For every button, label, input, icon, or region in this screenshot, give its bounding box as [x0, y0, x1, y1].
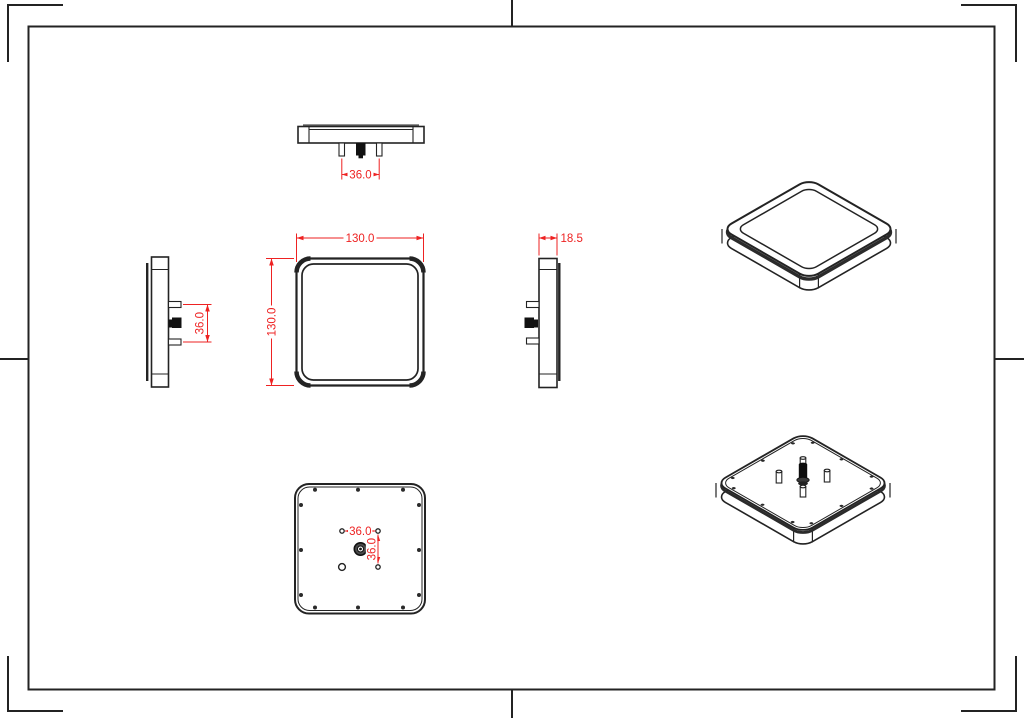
mounting-hole-tl: [339, 528, 345, 534]
top-view: 36.0: [297, 124, 425, 182]
corner-mark-top-right: [961, 4, 1017, 62]
dim-text-thickness: 18.5: [561, 233, 583, 245]
rf-connector-3d: [796, 462, 810, 486]
rf-connector-tip: [358, 155, 363, 159]
mounting-hole-bl: [337, 562, 347, 572]
panel-outline: [295, 257, 425, 387]
center-rf-connector: [353, 541, 368, 556]
side-edge-lines: [721, 229, 897, 289]
mounting-pin-top: [525, 300, 540, 309]
dim-top-pin-spacing: 36.0: [341, 158, 380, 182]
rf-connector: [524, 317, 534, 328]
dim-thickness: 18.5: [538, 233, 583, 256]
mounting-pin-left: [338, 142, 346, 157]
end-caps: [539, 269, 557, 375]
iso-view-back: [715, 433, 891, 547]
dim-back-hole-spacing-h: 36.0: [344, 525, 376, 538]
perimeter-screws: [299, 487, 421, 610]
mounting-pin-right: [375, 142, 383, 157]
standoff-pin-left: [775, 469, 783, 484]
rf-connector: [356, 143, 366, 156]
dim-left-pin-spacing: 36.0: [183, 304, 212, 343]
panel-body: [538, 257, 558, 389]
top-face-outline: [722, 179, 896, 279]
dim-text-back-hole-spacing-v: 36.0: [366, 538, 378, 560]
drawing-border: [27, 25, 996, 691]
panel-inner-line: [297, 486, 423, 611]
mounting-pin-bottom: [525, 337, 540, 345]
mounting-hole-br: [375, 564, 381, 570]
rf-connector-neck: [168, 319, 172, 328]
dim-text-front-width: 130.0: [346, 233, 375, 245]
back-view: 36.0 36.0: [294, 483, 426, 615]
dim-back-hole-spacing-v: 36.0: [365, 534, 381, 564]
dim-text-back-hole-spacing-h: 36.0: [349, 526, 371, 538]
rf-connector: [172, 317, 182, 328]
front-view: 130.0 130.0: [265, 231, 426, 388]
right-side-view: 18.5: [524, 233, 583, 389]
iso-view-front: [721, 179, 897, 293]
standoff-pin-bottom: [799, 484, 807, 498]
dim-front-width: 130.0: [296, 231, 424, 262]
radome-inner-line: [736, 187, 882, 271]
dim-text-front-height: 130.0: [267, 308, 279, 337]
end-caps: [151, 269, 169, 375]
radome-inner-line: [301, 263, 419, 381]
mounting-pin-top: [167, 300, 182, 309]
rf-connector-neck: [534, 319, 538, 328]
corner-shade-tr: [409, 256, 426, 273]
corner-mark-bottom-right: [961, 656, 1017, 712]
dim-text-left-pin-spacing: 36.0: [194, 312, 206, 334]
corner-shade-bl: [294, 371, 311, 388]
corner-shade-tl: [294, 256, 311, 273]
panel-body: [297, 125, 425, 144]
corner-mark-bottom-left: [7, 656, 63, 712]
corner-mark-top-left: [7, 4, 63, 62]
standoff-pin-right: [823, 468, 831, 483]
left-side-view: 36.0: [146, 256, 212, 388]
panel-body: [150, 256, 170, 388]
dim-front-height: 130.0: [265, 258, 294, 386]
mounting-hole-tr: [375, 528, 381, 534]
corner-shade-br: [409, 371, 426, 388]
mounting-pin-bottom: [167, 338, 182, 346]
side-edge-lines: [715, 483, 891, 543]
dim-text-top-pin-spacing: 36.0: [349, 170, 371, 182]
perimeter-screws: [730, 441, 874, 525]
back-inner-line: [721, 436, 886, 531]
